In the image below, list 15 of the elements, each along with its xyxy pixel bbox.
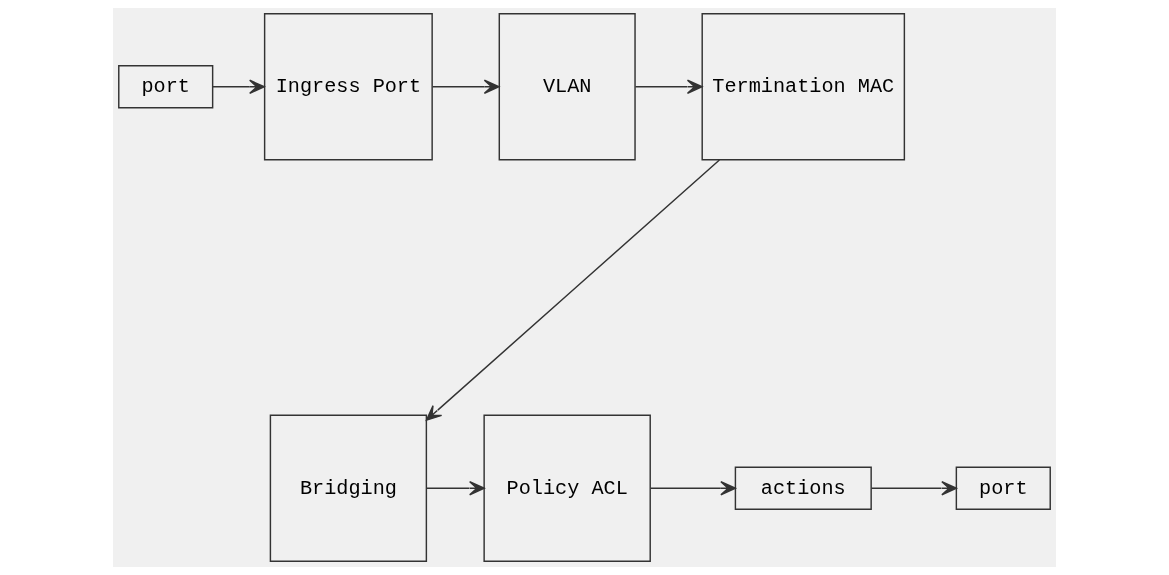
- node-box: VLAN: [498, 13, 636, 161]
- node-box: Bridging: [269, 414, 428, 562]
- arrow: [431, 79, 500, 94]
- arrow: [870, 481, 957, 496]
- arrow: [425, 481, 485, 496]
- node-box: Policy ACL: [483, 414, 651, 562]
- node-box: port: [955, 466, 1051, 510]
- node-box: actions: [734, 466, 872, 510]
- arrow: [650, 481, 737, 496]
- node-box: Termination MAC: [701, 13, 906, 161]
- arrow: [634, 79, 703, 94]
- arrow: [425, 159, 721, 421]
- node-box: port: [118, 65, 214, 109]
- arrow: [212, 79, 265, 94]
- node-box: Ingress Port: [263, 13, 433, 161]
